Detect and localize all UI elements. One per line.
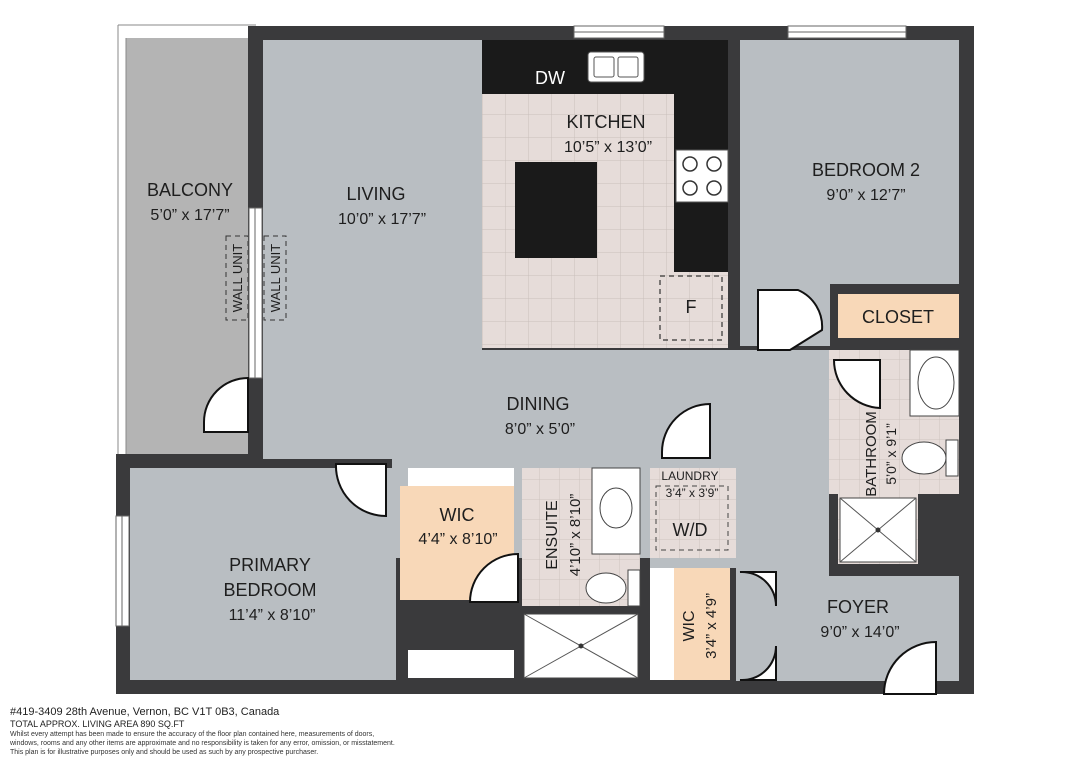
balcony-dims: 5’0” x 17’7”: [150, 207, 229, 224]
wall-unit-right-label: WALL UNIT: [268, 244, 283, 312]
laundry-unit: W/D: [673, 520, 708, 540]
kitchen-name: KITCHEN: [566, 112, 645, 132]
living-dims: 10’0” x 17’7”: [338, 211, 426, 228]
foyer-name: FOYER: [827, 597, 889, 617]
wall-unit-left-icon: [225, 235, 249, 321]
primary-name-line1: PRIMARY: [229, 555, 311, 575]
ensuite-shower-icon: [523, 613, 639, 679]
shower-icon: [839, 497, 917, 563]
toilet-icon: [901, 439, 959, 477]
disclaimer-line-2: windows, rooms and any other items are a…: [10, 740, 395, 747]
primary-dims: 11’4” x 8’10”: [229, 607, 316, 624]
wall-unit-left-label: WALL UNIT: [230, 244, 245, 312]
bathtub-icon: [909, 349, 960, 417]
ensuite-dims: 4’10” x 8’10”: [567, 494, 584, 577]
fridge-icon: [659, 275, 723, 341]
total-living-area: TOTAL APPROX. LIVING AREA 890 SQ.FT: [10, 719, 185, 729]
wic2-dims: 3’4” x 4’9”: [703, 593, 720, 659]
dining-dims: 8’0” x 5’0”: [505, 421, 575, 438]
windows: [115, 25, 907, 627]
living-name: LIVING: [346, 184, 405, 204]
laundry-dims: 3’4” x 3’9”: [666, 486, 719, 500]
room-labels: BALCONY 5’0” x 17’7” LIVING 10’0” x 17’7…: [147, 68, 934, 659]
wall-unit-right-icon: [263, 235, 287, 321]
dining-name: DINING: [507, 394, 570, 414]
wic1-name: WIC: [440, 505, 475, 525]
bathroom-name: BATHROOM: [863, 411, 880, 497]
wic1-dims: 4’4” x 8’10”: [418, 531, 497, 548]
wic2-name: WIC: [681, 610, 698, 641]
bedroom2-name: BEDROOM 2: [812, 160, 920, 180]
plan-footer: #419-3409 28th Avenue, Vernon, BC V1T 0B…: [10, 706, 610, 757]
kitchen-sink-icon: [587, 51, 645, 83]
fixtures: [225, 51, 960, 679]
kitchen-dims: 10’5” x 13’0”: [564, 139, 652, 156]
ensuite-sink-icon: [591, 467, 641, 555]
disclaimer-line-3: This plan is for illustrative purposes o…: [10, 749, 319, 756]
stove-icon: [675, 149, 729, 203]
property-address: #419-3409 28th Avenue, Vernon, BC V1T 0B…: [10, 706, 280, 718]
ensuite-name: ENSUITE: [544, 500, 561, 569]
primary-name-line2: BEDROOM: [223, 580, 316, 600]
laundry-name: LAUNDRY: [661, 469, 718, 483]
balcony-area: [117, 24, 256, 454]
disclaimer-line-1: Whilst every attempt has been made to en…: [10, 731, 375, 738]
fridge-label: F: [686, 297, 697, 317]
dishwasher-label: DW: [535, 68, 565, 88]
bathroom-dims: 5’0” x 9’1”: [883, 423, 899, 485]
closet-name: CLOSET: [862, 307, 934, 327]
foyer-dims: 9’0” x 14’0”: [820, 624, 899, 641]
bedroom2-dims: 9’0” x 12’7”: [826, 187, 905, 204]
doors: [203, 289, 937, 695]
ensuite-toilet-icon: [585, 569, 641, 607]
washer-dryer-icon: [655, 485, 729, 551]
balcony-name: BALCONY: [147, 180, 233, 200]
